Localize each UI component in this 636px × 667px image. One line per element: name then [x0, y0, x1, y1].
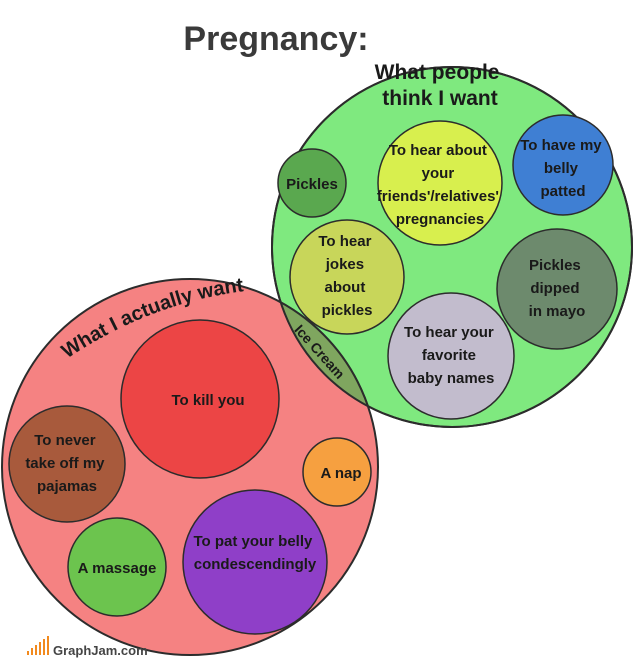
bubble-hear-pregnancies: To hear about your friends'/relatives' p… — [377, 120, 503, 246]
think-set-label: What people think I want — [375, 61, 506, 110]
svg-text:A massage: A massage — [78, 560, 157, 577]
svg-text:To hear jokes abou: To hear jokes about pickles — [318, 233, 375, 319]
bubble-nap: A nap — [302, 437, 372, 507]
svg-text:To hear about your: To hear about your friends'/relatives' p… — [377, 142, 503, 228]
graphjam-logo: GraphJam.com — [27, 636, 148, 658]
svg-text:To hear your favorite: To hear your favorite baby names — [404, 324, 498, 387]
svg-text:Pickles: Pickles — [286, 176, 338, 193]
think-set-outline — [271, 66, 633, 428]
svg-text:To have my belly p: To have my belly patted — [520, 137, 606, 200]
bubble-massage: A massage — [67, 517, 167, 617]
bubble-pickles: Pickles — [277, 148, 347, 218]
bubble-baby-names: To hear your favorite baby names — [387, 292, 515, 420]
svg-text:A nap: A nap — [320, 465, 361, 482]
svg-text:To pat your belly condes: To pat your belly condescendingly — [193, 533, 316, 573]
bubble-jokes: To hear jokes about pickles — [289, 219, 405, 335]
bubble-belly-patted: To have my belly patted — [512, 114, 614, 216]
bubble-kill-you: To kill you — [120, 319, 280, 479]
bubble-pickles-mayo: Pickles dipped in mayo — [496, 228, 618, 350]
svg-text:Pickles dipped in: Pickles dipped in mayo — [529, 257, 586, 320]
page-title: Pregnancy: — [183, 20, 368, 58]
watermark-text: GraphJam.com — [53, 643, 148, 658]
bubble-pajamas: To never take off my pajamas — [8, 405, 126, 523]
svg-text:To kill you: To kill you — [171, 392, 244, 409]
bubble-pat-belly: To pat your belly condescendingly — [182, 489, 328, 635]
svg-text:To never take off my: To never take off my pajamas — [25, 432, 108, 495]
